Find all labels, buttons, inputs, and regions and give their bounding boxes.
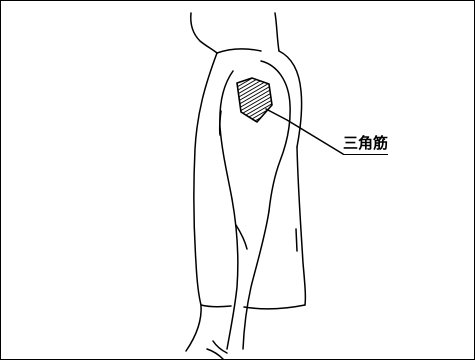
forearm-front	[227, 199, 238, 349]
chest-line	[194, 53, 217, 305]
deltoid-muscle-highlight	[237, 78, 272, 122]
neck-front-line	[191, 13, 217, 53]
leader-line	[266, 109, 343, 154]
deltoid-label: 三角筋	[343, 134, 388, 155]
back-torso-line	[297, 147, 305, 305]
fold-mark-1	[296, 229, 297, 251]
neck-back-line	[275, 13, 279, 51]
back-line	[279, 51, 302, 147]
shirt-hem	[244, 305, 305, 309]
forearm-back	[243, 211, 269, 349]
collar-line	[217, 49, 261, 53]
hand-outline	[207, 341, 227, 359]
abdomen-line	[186, 305, 201, 351]
upper-arm-front	[220, 71, 233, 199]
hem-front	[201, 305, 231, 307]
